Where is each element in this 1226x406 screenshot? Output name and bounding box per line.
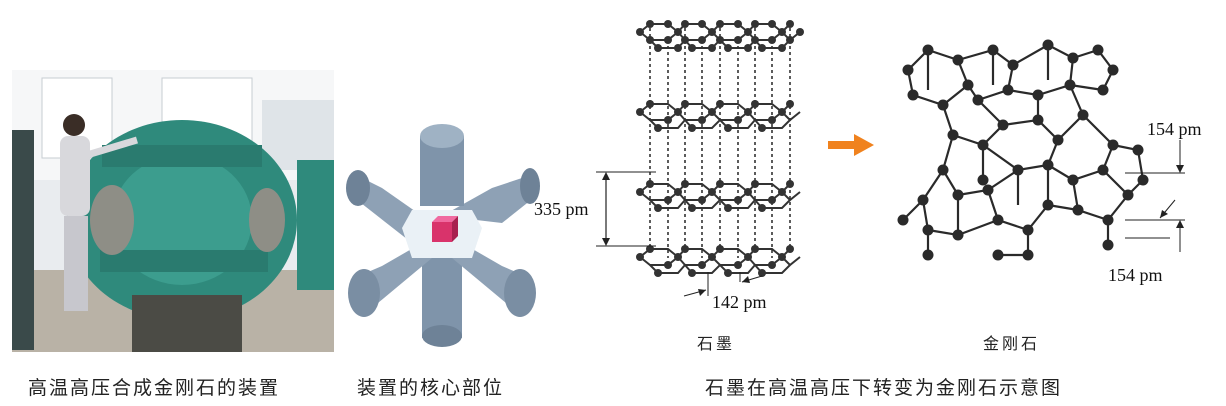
graphite-label: 石墨 (697, 334, 736, 353)
diamond-label: 金刚石 (983, 334, 1041, 353)
diamond-bond-top-label: 154 pm (1147, 119, 1202, 139)
graphite-layer-spacing-label: 335 pm (534, 199, 589, 219)
graphite-lattice (636, 20, 804, 277)
graphite-bond-marker (683, 272, 763, 297)
diamond-bond-marker (1125, 140, 1185, 252)
caption-core: 装置的核心部位 (357, 377, 505, 399)
graphite-spacing-marker (596, 171, 656, 247)
diamond-bond-bottom-label: 154 pm (1108, 265, 1163, 285)
diamond-lattice (897, 39, 1149, 261)
machine-photo (12, 70, 334, 352)
caption-apparatus: 高温高压合成金刚石的装置 (28, 377, 281, 399)
anvil-core (346, 124, 540, 347)
caption-transformation: 石墨在高温高压下转变为金刚石示意图 (705, 377, 1063, 399)
transform-arrow (828, 134, 874, 156)
graphite-bond-length-label: 142 pm (712, 292, 767, 312)
